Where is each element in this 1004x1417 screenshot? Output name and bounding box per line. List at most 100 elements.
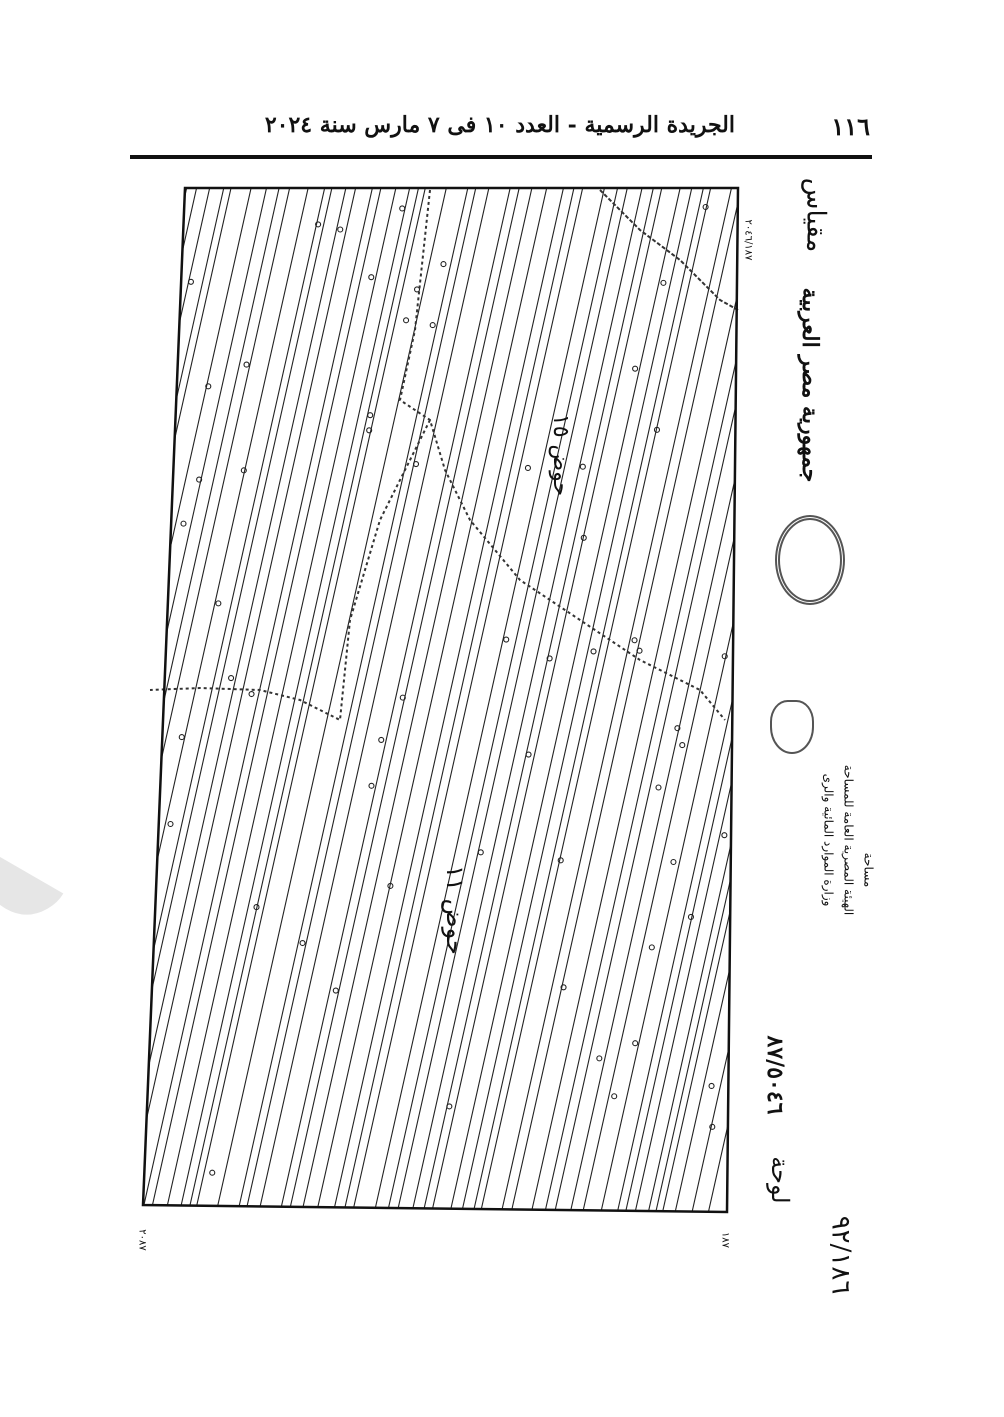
parcel-line (373, 188, 605, 1212)
parcel-marker (546, 655, 553, 662)
parcel-line (143, 188, 252, 1212)
parcel-line (411, 188, 643, 1212)
sheet-index: ٩٢/١٨٦ (825, 1215, 856, 1295)
parcel-line (449, 188, 681, 1212)
seal-icon (775, 515, 845, 605)
parcel-line (245, 188, 477, 1212)
parcel-line (258, 188, 490, 1212)
parcel-marker (653, 426, 661, 433)
parcel-marker (332, 987, 339, 994)
parcel-marker (477, 849, 484, 856)
parcel-line (194, 188, 426, 1212)
parcel-marker (709, 1123, 716, 1130)
parcel-marker (721, 832, 728, 839)
parcel-marker (180, 520, 187, 527)
parcel-line (143, 188, 373, 1212)
parcel-line (143, 188, 225, 1212)
parcel-marker (187, 278, 194, 285)
parcel-marker (687, 913, 695, 921)
parcel-marker (446, 1103, 453, 1110)
parcel-line (316, 188, 548, 1212)
scale-label: مقياس (800, 177, 831, 253)
parcel-marker (205, 383, 212, 390)
parcel-marker (315, 221, 322, 228)
basin-boundary (398, 189, 726, 721)
parcel-marker (228, 674, 235, 682)
parcel-marker (366, 427, 373, 434)
parcel-line (510, 188, 738, 1212)
parcel-marker (670, 858, 677, 866)
parcel-marker (674, 725, 681, 732)
parcel-line (569, 188, 738, 1212)
basin-upper-label: حوض ١٥ (548, 413, 574, 497)
parcel-marker (248, 690, 255, 698)
parcel-line (431, 188, 663, 1212)
parcel-line (187, 188, 420, 1212)
parcel-line (625, 188, 738, 1212)
parcel-marker (403, 317, 410, 324)
basin-lower-label: حوض ١١ (441, 865, 470, 955)
parcel-marker (399, 694, 406, 701)
parcel-marker (596, 1055, 603, 1062)
parcel-line (143, 188, 165, 1212)
parcel-marker (367, 412, 374, 419)
sheet-label: لوحة (766, 1156, 795, 1204)
parcel-marker (413, 286, 421, 293)
parcel-marker (648, 944, 655, 951)
parcel-line (279, 188, 511, 1212)
parcel-line (634, 188, 738, 1212)
parcel-marker (557, 857, 564, 864)
parcel-line (143, 188, 180, 1212)
parcel-line (143, 188, 188, 1212)
coord-bottom-right: ١٨٧ (719, 1231, 731, 1249)
parcel-marker (579, 463, 586, 470)
authority-name: الهيئة المصرية العامة للمساحة (841, 764, 856, 916)
parcel-line (396, 188, 628, 1212)
parcel-line (655, 188, 738, 1212)
parcel-marker (655, 784, 662, 791)
parcel-line (422, 188, 654, 1212)
parcel-line (662, 188, 738, 1212)
parcel-line (554, 188, 738, 1212)
ministry-logo-icon (770, 700, 814, 754)
parcel-line (179, 188, 411, 1212)
parcel-marker (636, 647, 643, 654)
gazette-title: الجريدة الرسمية - العدد ١٠ فى ٧ مارس سنة… (264, 112, 735, 138)
parcel-marker (590, 648, 597, 655)
parcel-marker (368, 782, 375, 789)
parcel-line (647, 188, 738, 1212)
parcel-line (343, 188, 575, 1212)
department-name: مساحة (861, 852, 876, 888)
parcel-line (143, 188, 232, 1212)
parcel-marker (611, 1093, 618, 1100)
parcel-marker (167, 820, 174, 828)
parcel-line (143, 188, 309, 1212)
parcel-marker (378, 736, 385, 743)
parcel-marker (524, 464, 531, 471)
parcel-line (143, 188, 291, 1212)
parcel-line (143, 188, 268, 1212)
parcel-marker (503, 636, 510, 643)
parcel-marker (525, 751, 532, 758)
parcel-marker (708, 1082, 715, 1089)
parcel-marker (679, 742, 686, 749)
parcel-line (150, 188, 382, 1212)
parcel-marker (429, 322, 436, 329)
parcel-marker (215, 600, 222, 607)
parcel-marker (209, 1169, 216, 1176)
parcel-marker (253, 904, 260, 911)
parcel-line (143, 188, 347, 1212)
parcel-marker (631, 637, 638, 644)
header-divider (130, 155, 872, 159)
parcel-line (165, 188, 397, 1212)
parcel-line (600, 188, 738, 1212)
parcel-line (500, 188, 733, 1212)
basin-boundary-2 (149, 419, 431, 722)
parcel-marker (337, 226, 344, 233)
parcel-line (480, 188, 712, 1212)
parcel-line (674, 188, 738, 1212)
parcel-marker (580, 534, 587, 541)
parcel-line (582, 188, 738, 1212)
parcel-marker (368, 274, 375, 281)
